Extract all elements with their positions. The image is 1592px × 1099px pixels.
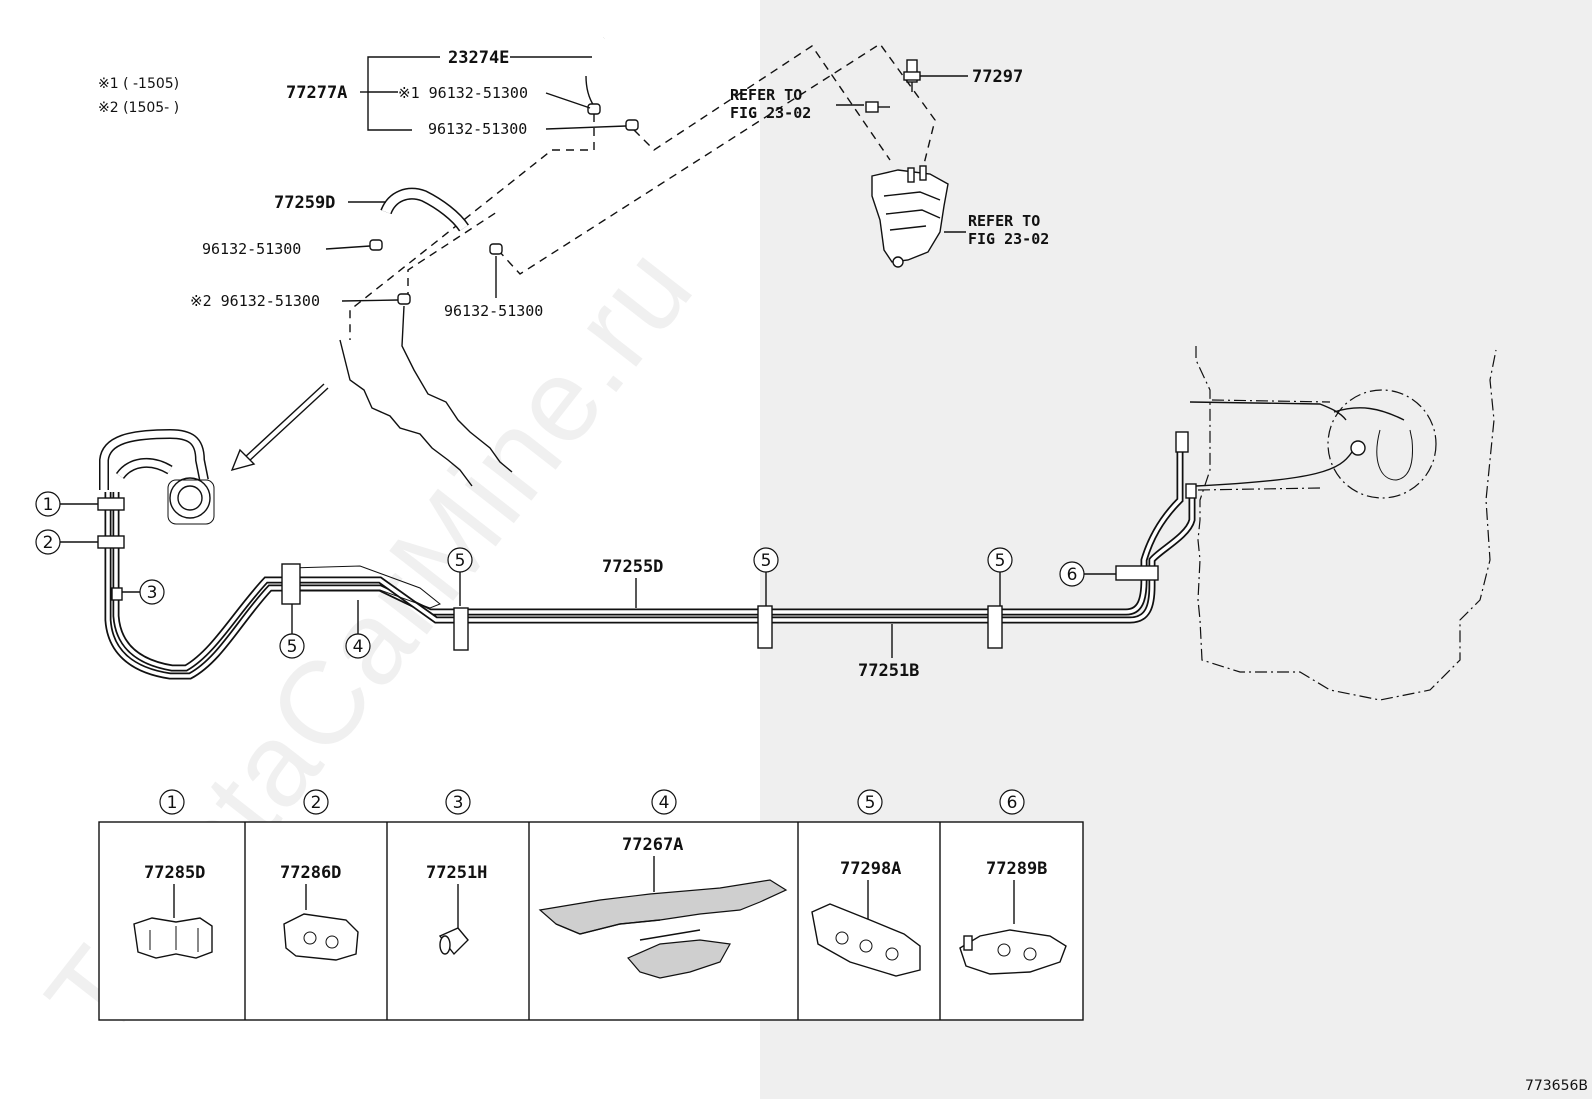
label-clamp-c: 96132-51300 — [444, 302, 543, 320]
svg-text:1: 1 — [167, 793, 178, 813]
ref-1-line1: REFER TO — [730, 86, 802, 104]
legend-part-5: 77298A — [840, 859, 901, 879]
clamp-2[interactable] — [97, 535, 125, 549]
svg-text:5: 5 — [455, 551, 466, 571]
clamp-5b[interactable] — [757, 605, 773, 649]
clamp-77285D-drawing[interactable] — [133, 884, 213, 959]
callout-4: 4 — [345, 600, 371, 659]
svg-text:5: 5 — [865, 793, 876, 813]
legend-header-6: 6 — [999, 789, 1025, 815]
clamp-5a[interactable] — [453, 607, 469, 651]
label-clamp-b: 96132-51300 — [202, 240, 301, 258]
ref-2-line1: REFER TO — [968, 212, 1040, 230]
figure-id: 773656B — [1525, 1078, 1588, 1094]
legend-header-2: 2 — [303, 789, 329, 815]
label-77277A: 77277A — [286, 83, 347, 103]
callout-5-left: 5 — [279, 604, 305, 659]
svg-text:1: 1 — [43, 495, 54, 515]
note-1: ※1 ( -1505) — [98, 76, 179, 92]
clamp-77289B-drawing[interactable] — [959, 880, 1067, 975]
legend-header-3: 3 — [445, 789, 471, 815]
clip-77251H-drawing[interactable] — [438, 884, 469, 956]
svg-text:2: 2 — [43, 533, 54, 553]
svg-text:5: 5 — [287, 637, 298, 657]
callout-5-c: 5 — [753, 547, 779, 606]
legend-header-1: 1 — [159, 789, 185, 815]
svg-text:4: 4 — [659, 793, 670, 813]
svg-text:5: 5 — [761, 551, 772, 571]
callout-6: 6 — [1059, 561, 1116, 587]
callout-5-b: 5 — [447, 547, 473, 606]
filler-neck[interactable] — [99, 428, 215, 525]
protector-77267A-drawing[interactable] — [538, 856, 788, 979]
legend-part-6: 77289B — [986, 859, 1047, 879]
hose-77259D[interactable] — [380, 187, 469, 232]
svg-text:4: 4 — [353, 637, 364, 657]
ref-1-line2: FIG 23-02 — [730, 104, 811, 122]
svg-text:3: 3 — [453, 793, 464, 813]
clamp-1[interactable] — [97, 497, 125, 511]
label-23274E: 23274E — [448, 48, 509, 68]
legend-part-1: 77285D — [144, 863, 205, 883]
pipe-77251B[interactable] — [112, 490, 1196, 672]
legend-header-4: 4 — [651, 789, 677, 815]
legend-part-3: 77251H — [426, 863, 487, 883]
note-2: ※2 (1505- ) — [98, 100, 179, 116]
label-77297: 77297 — [972, 67, 1023, 87]
svg-text:2: 2 — [311, 793, 322, 813]
label-77255D: 77255D — [602, 557, 663, 577]
bolt-part[interactable] — [865, 101, 890, 113]
label-77259D: 77259D — [274, 193, 335, 213]
label-clamp-note1: ※1 96132-51300 — [398, 84, 528, 102]
callout-1: 1 — [35, 491, 98, 517]
clamp-mid[interactable] — [369, 239, 503, 305]
part-77297[interactable] — [903, 59, 921, 92]
callout-2: 2 — [35, 529, 98, 555]
pipe-77255D[interactable] — [104, 440, 1184, 680]
svg-text:3: 3 — [147, 583, 158, 603]
clamp-5c[interactable] — [987, 605, 1003, 649]
svg-text:5: 5 — [995, 551, 1006, 571]
fuel-tank-outline — [1175, 346, 1497, 701]
clamp-4-protector[interactable] — [281, 563, 301, 605]
label-77251B: 77251B — [858, 661, 919, 681]
clamp-77286D-drawing[interactable] — [283, 884, 359, 961]
callout-5-d: 5 — [987, 547, 1013, 606]
clamp-77298A-drawing[interactable] — [811, 880, 921, 977]
callout-3: 3 — [122, 579, 165, 605]
clamp-3[interactable] — [111, 587, 123, 601]
legend-header-5: 5 — [857, 789, 883, 815]
label-clamp-note2: ※2 96132-51300 — [190, 292, 320, 310]
direction-arrow — [230, 383, 329, 472]
clamp-6[interactable] — [1115, 565, 1159, 581]
charcoal-canister[interactable] — [871, 165, 949, 268]
svg-text:6: 6 — [1067, 565, 1078, 585]
legend-part-2: 77286D — [280, 863, 341, 883]
ref-2-line2: FIG 23-02 — [968, 230, 1049, 248]
legend-part-4: 77267A — [622, 835, 683, 855]
svg-text:6: 6 — [1007, 793, 1018, 813]
label-clamp-a: 96132-51300 — [428, 120, 527, 138]
